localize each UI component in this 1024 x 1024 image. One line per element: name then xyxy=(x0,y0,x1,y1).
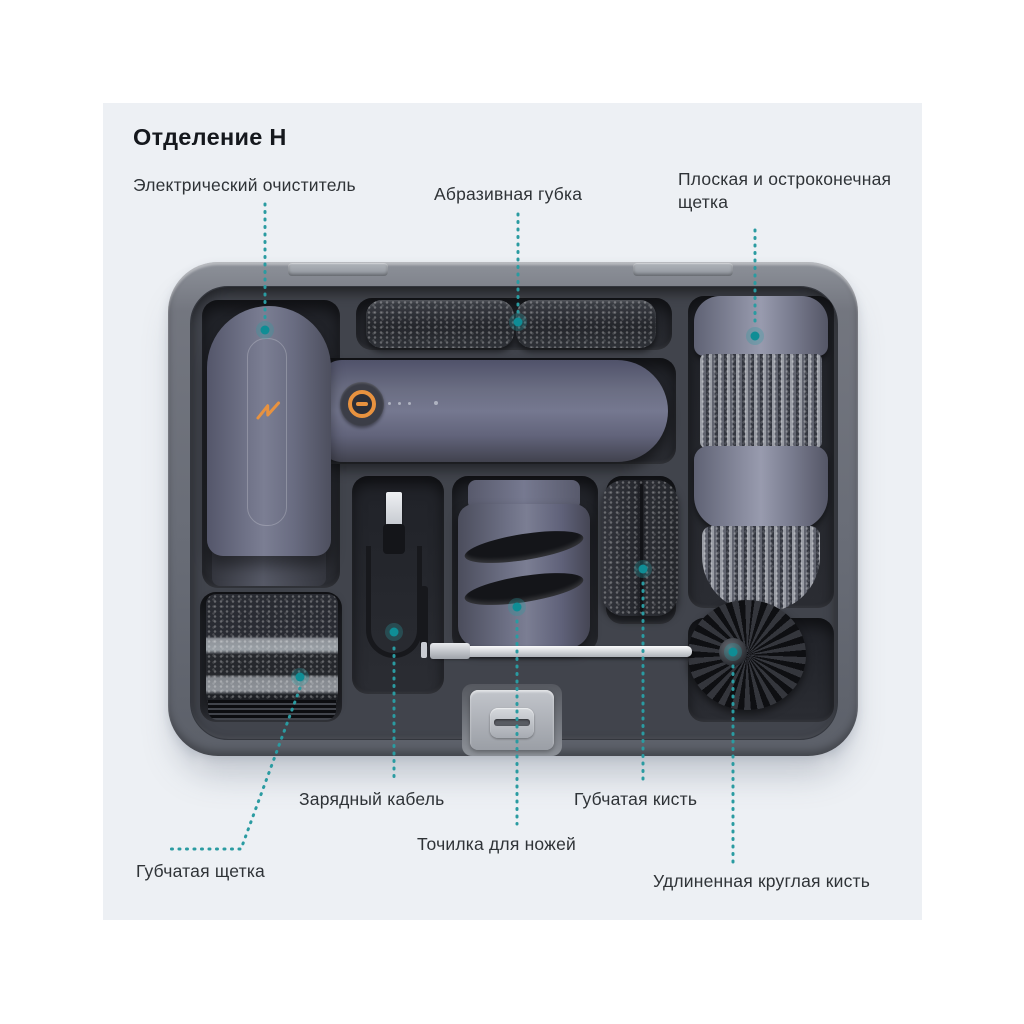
label-charging-cable: Зарядный кабель xyxy=(299,789,445,809)
pointed-brush-collar xyxy=(694,446,828,530)
power-button-dash xyxy=(356,402,368,406)
indicator-dot xyxy=(408,402,411,405)
long-round-brush-head xyxy=(688,600,806,710)
charging-cable-plug xyxy=(420,586,428,648)
bristle-texture xyxy=(700,354,822,448)
label-sponge-brush-kist: Губчатая кисть xyxy=(574,789,698,809)
charging-cable-plug-tip xyxy=(421,642,427,658)
label-long-round-brush: Удлиненная круглая кисть xyxy=(653,871,871,891)
flat-brush-bristles xyxy=(700,354,822,448)
brand-logo-icon xyxy=(256,401,281,420)
case-bottom-reflection xyxy=(196,752,830,774)
rod-hex-shank xyxy=(430,643,470,659)
abrasive-sponge-left xyxy=(366,300,514,348)
case-top-notch-left xyxy=(288,263,388,276)
charging-cable-loop xyxy=(366,546,422,658)
label-flat-pointed-brush: Плоская и остроконечная щетка xyxy=(678,169,892,213)
page-title: Отделение H xyxy=(133,124,287,150)
sponge-brush-shchetka-item xyxy=(206,594,338,706)
sponge-texture xyxy=(206,594,338,706)
round-brush-hub xyxy=(719,638,747,666)
bristle-texture xyxy=(702,526,820,612)
indicator-dot xyxy=(398,402,401,405)
abrasive-sponge-right xyxy=(516,300,656,348)
usb-connector xyxy=(386,492,402,528)
sponge-texture xyxy=(366,300,514,348)
sponge-texture xyxy=(516,300,656,348)
long-round-brush-rod xyxy=(430,646,692,657)
indicator-dot xyxy=(434,401,438,405)
flat-brush-collar xyxy=(694,296,828,356)
disc-seam xyxy=(640,484,643,612)
electric-cleaner-panel xyxy=(247,338,287,526)
label-abrasive-sponge: Абразивная губка xyxy=(434,184,583,204)
latch-slot xyxy=(494,719,530,726)
sponge-brush-kist-item xyxy=(602,480,678,616)
pointed-brush-bristles xyxy=(702,526,820,612)
label-sponge-brush-shchetka: Губчатая щетка xyxy=(136,861,265,881)
case-top-notch-right xyxy=(633,263,733,276)
label-electric-cleaner: Электрический очиститель xyxy=(133,175,356,195)
indicator-dot xyxy=(388,402,391,405)
label-knife-sharpener: Точилка для ножей xyxy=(417,834,576,854)
sponge-brush-threads xyxy=(208,700,336,720)
